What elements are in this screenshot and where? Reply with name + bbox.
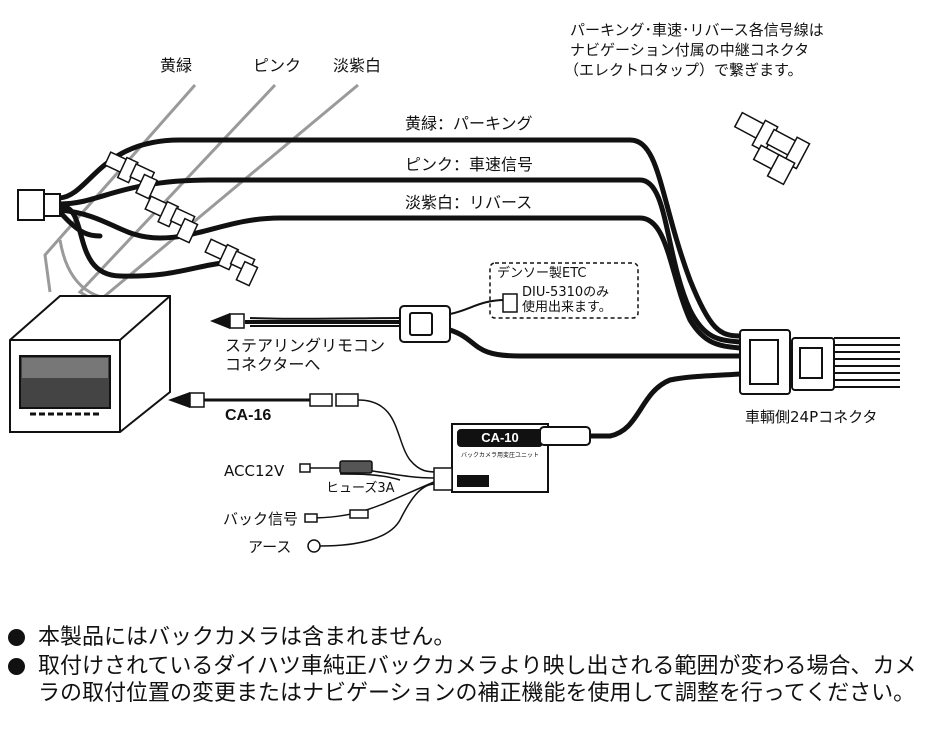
signal-label-speed: ピンク：車速信号 — [405, 155, 534, 174]
notes-list: 本製品にはバックカメラは含まれません。 取付けされているダイハツ車純正バックカメ… — [6, 624, 936, 709]
acc-terminal — [299, 463, 311, 473]
electro-tap-3 — [204, 238, 259, 287]
etc-title: デンソー製ETC — [497, 266, 587, 281]
ca10-unit — [451, 423, 549, 493]
back-signal-terminal — [304, 513, 318, 523]
note-text: 取付けされているダイハツ車純正バックカメラより映し出される範囲が変わる場合、カメ… — [38, 654, 917, 706]
steering-line1: ステアリングリモコン — [225, 336, 386, 355]
back-signal-tap — [349, 509, 369, 519]
wire-label-yellow-green: 黄緑 — [160, 56, 193, 75]
steering-wire — [245, 317, 401, 328]
steering-line2: コネクターへ — [225, 355, 321, 374]
top-note-line2: ナビゲーション付属の中継コネクタ — [570, 41, 810, 59]
left-connector — [17, 189, 61, 221]
electro-tap-1 — [103, 151, 159, 200]
etc-box-outline — [489, 262, 639, 319]
ground-terminal — [307, 539, 321, 553]
wire-label-pink: ピンク — [253, 56, 302, 75]
top-note-line1: パーキング･車速･リバース各信号線は — [570, 21, 824, 39]
note-item: 取付けされているダイハツ車純正バックカメラより映し出される範囲が変わる場合、カメ… — [6, 653, 936, 707]
gray-lead-lines — [43, 83, 359, 306]
steering-plug — [229, 313, 245, 329]
vehicle-connector-wires — [834, 337, 900, 388]
steering-arrow — [210, 313, 230, 329]
electro-tap-2 — [144, 195, 199, 244]
middle-connector — [399, 305, 451, 343]
wire-label-light-purple-white: 淡紫白 — [333, 56, 382, 75]
camera-plug — [539, 426, 591, 446]
ca10-subtitle: バックカメラ用変圧ユニット — [460, 452, 539, 459]
harness-wires — [57, 137, 743, 439]
fuse-holder — [339, 460, 373, 474]
ground-label: アース — [248, 538, 292, 556]
bullet-dot-icon — [8, 629, 25, 646]
ca16-arrow — [168, 392, 190, 408]
acc-label: ACC12V — [224, 462, 285, 480]
etc-line2: 使用出来ます。 — [522, 300, 612, 315]
wiring-diagram: パーキング･車速･リバース各信号線は ナビゲーション付属の中継コネクタ （エレク… — [9, 21, 900, 556]
ca16-label: CA-16 — [225, 407, 272, 424]
signal-label-reverse: 淡紫白：リバース — [405, 193, 533, 212]
note-text: 本製品にはバックカメラは含まれません。 — [38, 625, 456, 650]
ca16-plug — [189, 392, 205, 408]
fuse-label: ヒューズ3A — [326, 481, 395, 496]
navigation-unit — [9, 295, 171, 433]
ca10-title: CA-10 — [481, 430, 519, 445]
back-signal-label: バック信号 — [223, 510, 299, 528]
note-item: 本製品にはバックカメラは含まれません。 — [6, 624, 936, 651]
signal-label-parking: 黄緑：パーキング — [405, 114, 533, 133]
wiring-diagram-drawing — [9, 83, 900, 553]
etc-plug — [502, 293, 518, 313]
etc-wire — [449, 299, 506, 315]
vehicle-connector — [739, 329, 835, 395]
etc-line1: DIU-5310のみ — [522, 285, 610, 300]
ca16-cable — [204, 393, 439, 473]
ca10-input-block — [433, 467, 453, 491]
electro-tap-illustration — [733, 111, 811, 186]
vehicle-connector-label: 車輌側24Pコネクタ — [745, 408, 878, 426]
top-note-line3: （エレクトロタップ）で繋ぎます。 — [564, 61, 803, 79]
bullet-dot-icon — [8, 658, 25, 675]
